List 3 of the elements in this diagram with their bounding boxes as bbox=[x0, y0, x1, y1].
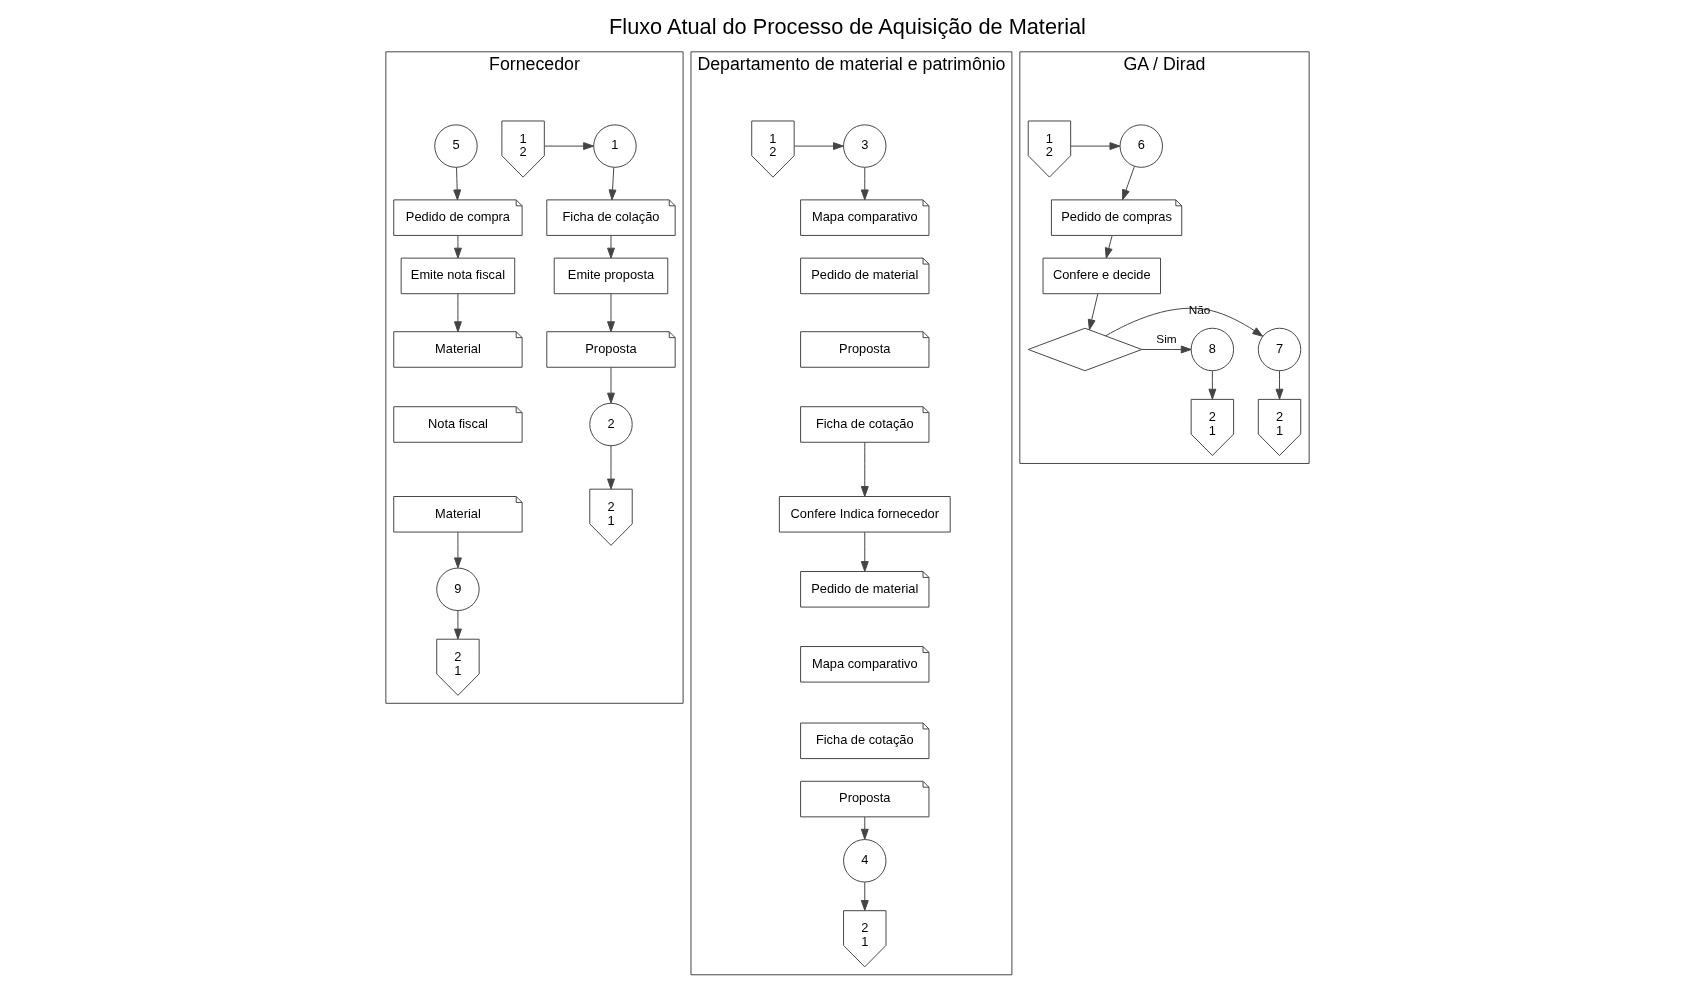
diagram-title: Fluxo Atual do Processo de Aquisição de Material bbox=[609, 13, 1086, 39]
edge-label: Não bbox=[1188, 303, 1211, 318]
edge-label: Sim bbox=[1156, 332, 1177, 347]
